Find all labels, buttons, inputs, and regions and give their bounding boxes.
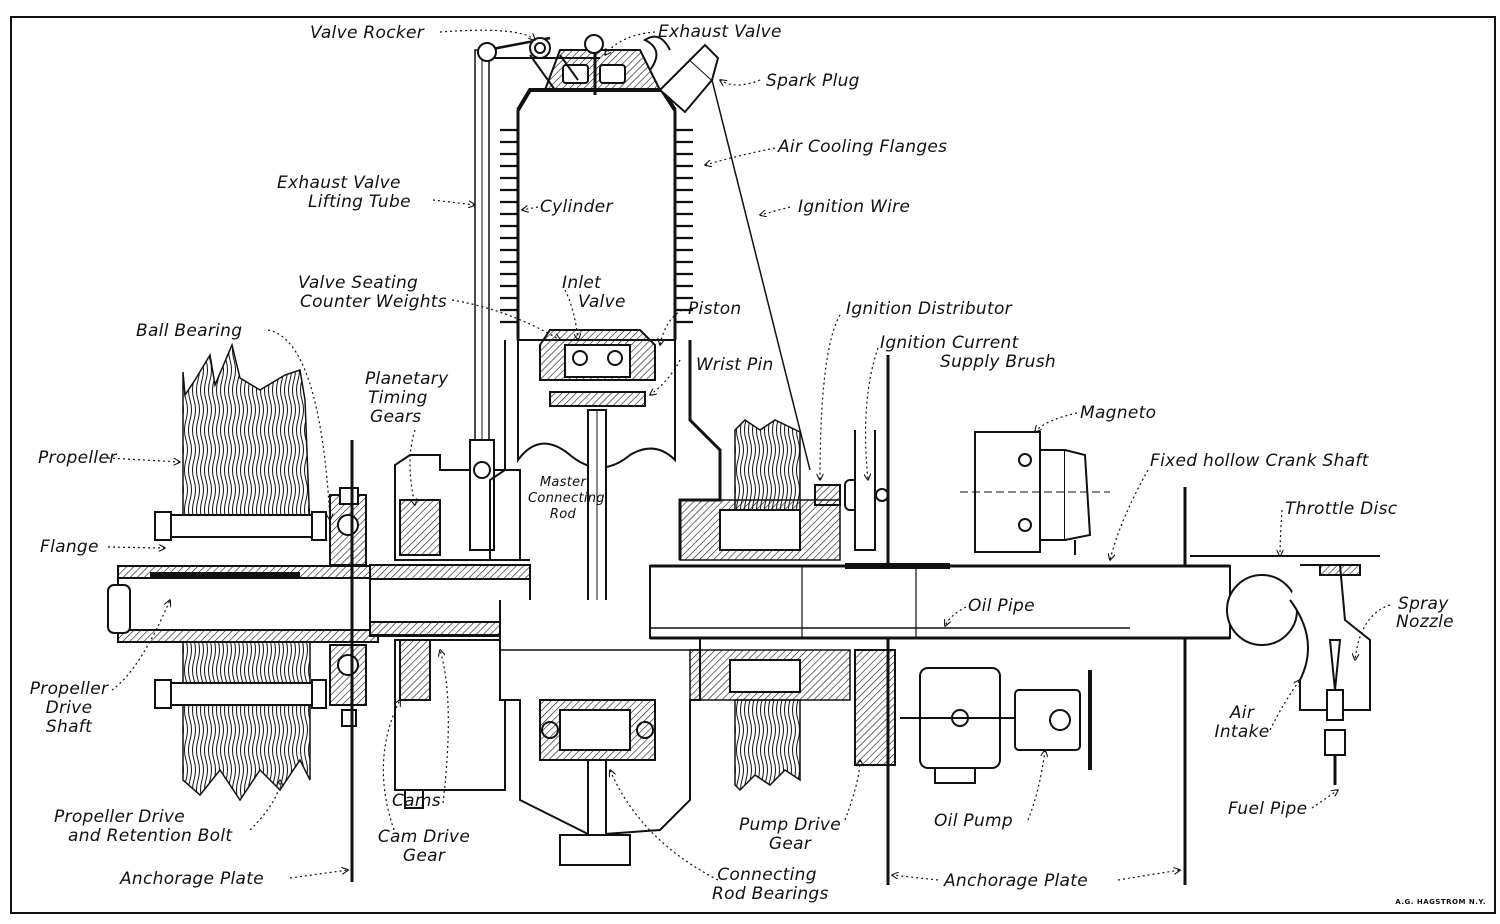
label-spray-nozzle-1: Spray [1398,594,1449,614]
fixed-hollow-crank-shaft [649,563,1231,640]
label-throttle-disc: Throttle Disc [1285,499,1398,519]
label-connecting-rod-bearings-2: Rod Bearings [712,884,829,904]
label-planetary-3: Gears [370,407,422,427]
label-oil-pump: Oil Pump [934,811,1014,831]
valve-rocker [477,34,604,91]
label-propeller-bolt-1: Propeller Drive [54,807,186,827]
label-air-intake-2: Intake [1214,722,1270,742]
rear-hub [679,419,851,792]
piston [517,329,676,469]
label-fixed-crank-shaft: Fixed hollow Crank Shaft [1150,451,1369,471]
label-oil-pipe: Oil Pipe [968,596,1035,616]
label-inlet-valve-2: Valve [578,292,626,312]
label-master-rod-1: Master [539,475,587,490]
label-ignition-current-2: Supply Brush [940,352,1056,372]
label-magneto: Magneto [1080,403,1157,423]
label-exhaust-valve-tube-1: Exhaust Valve [277,173,401,193]
exhaust-valve-lifting-tube [469,49,495,551]
label-inlet-valve-1: Inlet [562,273,602,293]
label-cam-drive-gear: Cam Drive Gear [374,828,474,866]
label-pump-drive-gear-2: Gear [768,834,812,854]
label-exhaust-valve: Exhaust Valve [658,22,782,42]
label-planetary-1: Planetary [365,369,449,389]
spray-nozzle [1324,639,1346,785]
propeller-drive-shaft [107,565,379,643]
label-ignition-wire: Ignition Wire [798,197,911,217]
label-propeller-drive-shaft-1: Propeller [29,679,109,699]
label-propeller: Propeller [38,448,117,468]
ignition-distributor [814,430,889,551]
label-propeller-drive-shaft-2: Drive [45,698,93,718]
label-exhaust-valve-tube-2: Lifting Tube [308,192,411,212]
label-master-rod-3: Rod [549,507,577,522]
label-ignition-current-1: Ignition Current [880,333,1019,353]
label-ball-bearing: Ball Bearing [136,321,243,341]
spark-plug [643,35,720,114]
label-air-intake: Air Intake [1210,704,1274,742]
crankcase [489,340,722,866]
throttle-disc [1190,555,1380,711]
label-cams: Cams [392,791,441,811]
label-master-rod: Master Connecting Rod [528,475,605,523]
label-air-cooling-flanges: Air Cooling Flanges [778,137,948,157]
label-valve-rocker: Valve Rocker [310,23,425,43]
oil-pump [900,667,1092,784]
pump-drive-gear [854,649,896,766]
label-propeller-drive-shaft-3: Shaft [45,717,93,737]
label-propeller-drive-shaft: Propeller Drive Shaft [24,680,114,737]
label-cam-drive-gear-2: Gear [402,846,446,866]
label-propeller-bolt-2: and Retention Bolt [68,826,233,846]
label-connecting-rod-bearings-1: Connecting [717,865,817,885]
label-connecting-rod-bearings: Connecting Rod Bearings [712,865,829,904]
magneto [960,431,1110,555]
label-master-rod-2: Connecting [528,491,605,506]
label-ignition-distributor: Ignition Distributor [846,299,1012,319]
label-piston: Piston [688,299,742,319]
label-pump-drive-gear-1: Pump Drive [738,815,842,835]
label-spray-nozzle-2: Nozzle [1396,612,1454,632]
label-fuel-pipe: Fuel Pipe [1228,799,1308,819]
label-valve-seating-2: Counter Weights [300,292,447,312]
credit: A.G. HAGSTROM N.Y. [1395,898,1486,906]
label-spark-plug: Spark Plug [766,71,860,91]
label-flange: Flange [40,537,99,557]
ignition-wire [711,79,811,471]
cylinder-head [543,45,662,95]
label-cylinder: Cylinder [540,197,613,217]
label-pump-drive-gear: Pump Drive Gear [730,816,850,854]
label-cam-drive-gear-1: Cam Drive [377,827,471,847]
label-anchorage-plate-left: Anchorage Plate [120,869,265,889]
drawing-border [10,16,1496,914]
leader-lines [107,29,1391,881]
label-wrist-pin: Wrist Pin [696,355,774,375]
label-anchorage-plate-right: Anchorage Plate [944,871,1089,891]
label-valve-seating-1: Valve Seating [298,273,419,293]
label-air-intake-1: Air [1229,703,1255,723]
label-planetary-2: Timing [368,388,428,408]
propeller [154,342,327,802]
